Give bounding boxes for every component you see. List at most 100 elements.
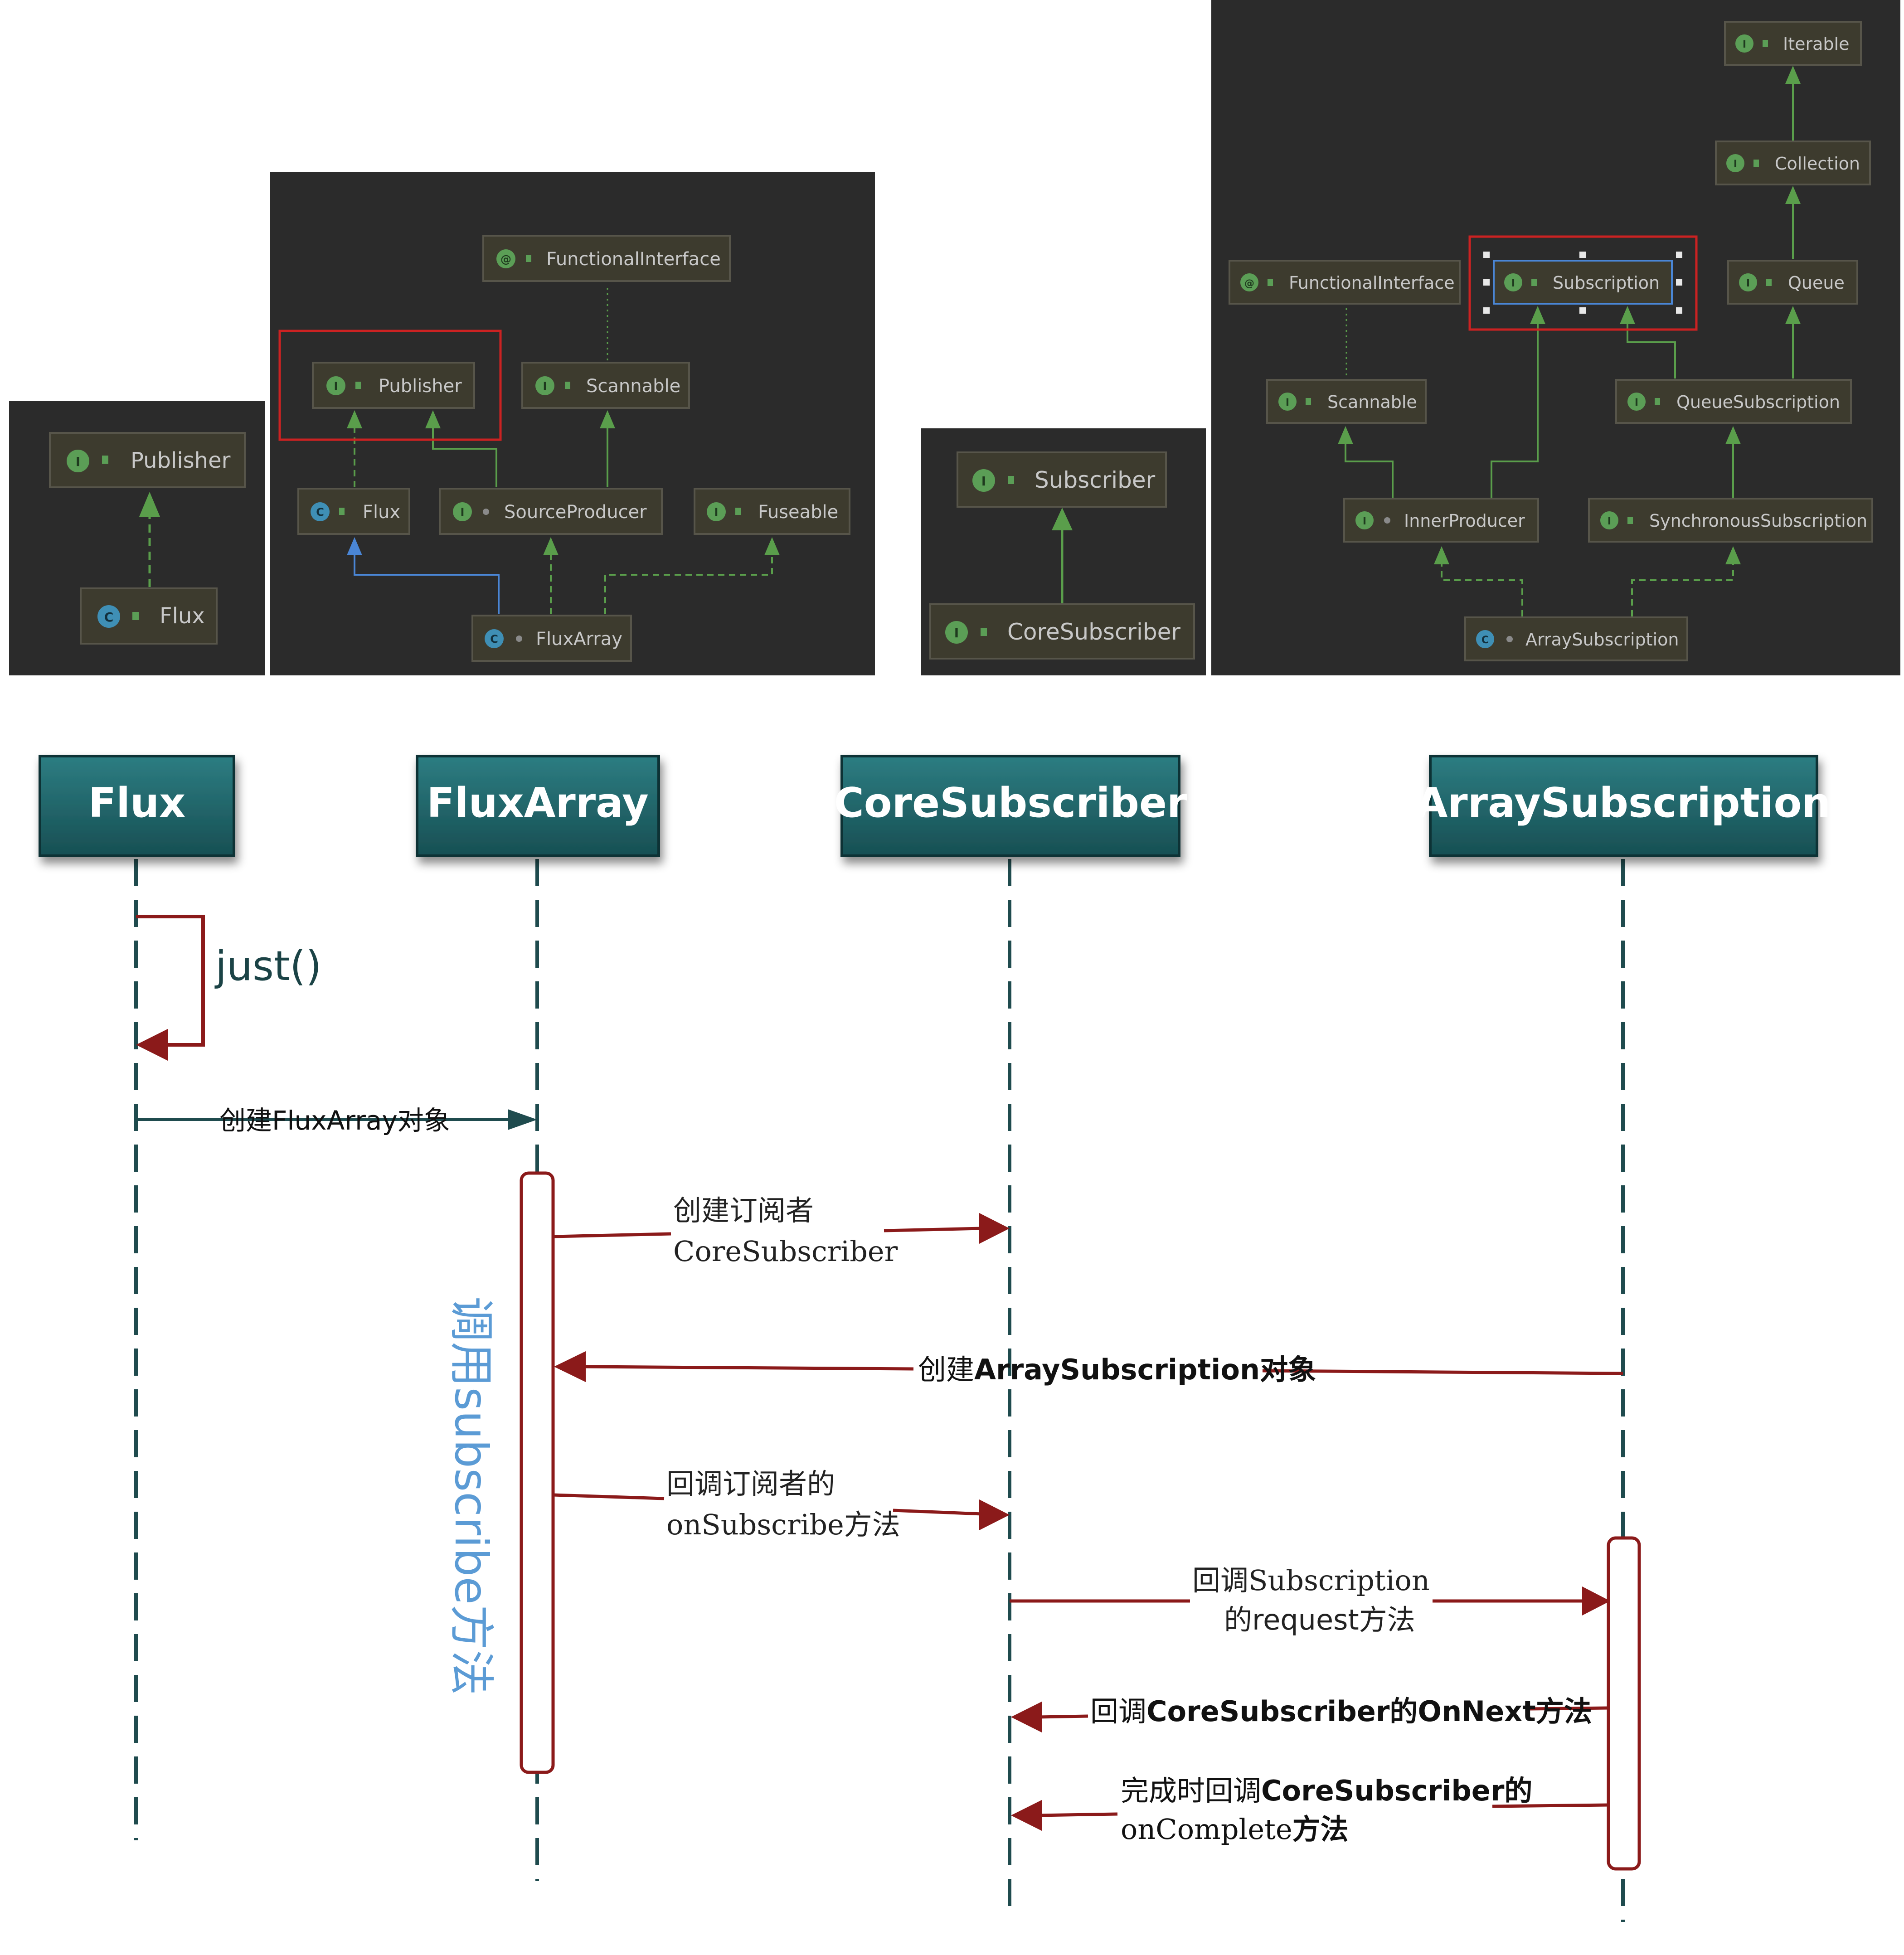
node-subscription[interactable]: I Subscription [1483, 252, 1682, 314]
class-badge: C [104, 610, 114, 625]
node-flux-array[interactable]: C FluxArray [471, 615, 632, 662]
activation-label: 调用subscribe方法 [445, 1296, 498, 1695]
selection-handle[interactable] [1676, 252, 1682, 258]
interface-icon [326, 376, 345, 395]
node-functional-interface[interactable]: @ FunctionalInterface [1229, 260, 1461, 305]
annotation-icon [1240, 273, 1258, 291]
activation-fluxarray [520, 1171, 555, 1774]
lifeline-title: FluxArray [427, 779, 649, 827]
lock-icon [1268, 279, 1273, 286]
selection-handle[interactable] [1676, 279, 1682, 286]
node-source-producer[interactable]: I SourceProducer [439, 488, 663, 535]
interface-icon [535, 376, 554, 395]
interface-icon [972, 469, 995, 492]
message-label: 回调Subscription [1192, 1564, 1430, 1597]
node-publisher[interactable]: I Publisher [49, 432, 246, 488]
selection-handle[interactable] [1483, 252, 1490, 258]
interface-badge: I [1511, 278, 1515, 289]
interface-icon [453, 502, 472, 521]
class-icon [97, 605, 120, 628]
node-label: Queue [1788, 273, 1845, 293]
interface-badge: I [461, 506, 465, 519]
selection-handle[interactable] [1676, 307, 1682, 314]
lock-icon [1531, 279, 1537, 286]
node-subscriber[interactable]: I Subscriber [957, 451, 1167, 508]
highlight-box [1468, 235, 1698, 331]
lock-icon [1766, 279, 1772, 286]
node-synchronous-subscription[interactable]: I SynchronousSubscription [1588, 498, 1873, 543]
interface-icon [1627, 393, 1646, 411]
selection-handle[interactable] [1483, 279, 1490, 286]
message-create-arraysubscription: 创建ArraySubscription对象 [554, 1351, 1623, 1386]
interface-badge: I [1746, 278, 1750, 289]
node-label: QueueSubscription [1676, 392, 1840, 412]
interface-icon [1278, 393, 1297, 411]
node-scannable[interactable]: I Scannable [1266, 379, 1427, 424]
node-queue[interactable]: I Queue [1727, 260, 1858, 305]
interface-badge: I [714, 506, 719, 519]
lifeline-header-flux[interactable]: Flux [39, 755, 235, 857]
node-flux[interactable]: C Flux [297, 488, 410, 535]
message-create-fluxarray: 创建FluxArray对象 [136, 1105, 537, 1136]
class-diagram-panel-3: I Subscriber I CoreSubscriber [921, 428, 1206, 675]
node-label: FunctionalInterface [546, 249, 721, 270]
class-diagram-panel-4: I Iterable I Collection @ FunctionalInte… [1211, 0, 1900, 675]
node-flux[interactable]: C Flux [80, 587, 218, 645]
package-private-icon [1506, 636, 1513, 642]
interface-icon [1739, 273, 1757, 291]
lock-icon [526, 255, 531, 262]
message-onnext: 回调CoreSubscriber的OnNext方法 [1011, 1695, 1610, 1732]
lock-icon [355, 382, 361, 389]
interface-icon [707, 502, 726, 521]
node-label: Scannable [586, 376, 680, 397]
node-label: Subscription [1553, 273, 1660, 293]
node-collection[interactable]: I Collection [1715, 141, 1871, 185]
selection-handle[interactable] [1579, 252, 1586, 258]
interface-icon [1735, 34, 1753, 53]
lifeline-title: CoreSubscriber [834, 779, 1187, 827]
node-functional-interface[interactable]: @ FunctionalInterface [482, 235, 731, 282]
class-diagram-panel-2: @ FunctionalInterface I Publisher I Scan… [270, 172, 875, 675]
node-fuseable[interactable]: I Fuseable [694, 488, 850, 535]
selection-handle[interactable] [1483, 307, 1490, 314]
lock-icon [1008, 476, 1014, 484]
message-create-subscriber: 创建订阅者 CoreSubscriber [553, 1194, 1010, 1268]
message-label: 回调CoreSubscriber的OnNext方法 [1090, 1695, 1592, 1728]
node-label: Collection [1775, 154, 1860, 174]
lifeline-header-fluxarray[interactable]: FluxArray [416, 755, 660, 857]
message-label: CoreSubscriber [673, 1235, 898, 1268]
lifeline-title: Flux [88, 779, 185, 827]
class-badge: C [1481, 635, 1489, 646]
node-publisher[interactable]: I Publisher [312, 362, 475, 409]
lock-icon [102, 456, 108, 464]
node-core-subscriber[interactable]: I CoreSubscriber [929, 603, 1195, 660]
lock-icon [1655, 398, 1660, 405]
class-diagram-panel-1: I Publisher C Flux [9, 401, 265, 675]
interface-badge: I [76, 454, 80, 469]
activation-arraysubscription [1607, 1536, 1641, 1871]
node-array-subscription[interactable]: C ArraySubscription [1464, 616, 1688, 661]
node-iterable[interactable]: I Iterable [1724, 21, 1862, 66]
annotation-icon [496, 249, 515, 268]
lifeline-header-arraysubscription[interactable]: ArraySubscription [1416, 755, 1831, 857]
node-queue-subscription[interactable]: I QueueSubscription [1615, 379, 1852, 424]
message-label: 创建订阅者 [673, 1194, 814, 1227]
lock-icon [981, 628, 987, 636]
node-label: Fuseable [758, 502, 838, 523]
lifeline-header-coresubscriber[interactable]: CoreSubscriber [834, 755, 1187, 857]
lock-icon [1753, 160, 1759, 167]
selection-handle[interactable] [1579, 307, 1586, 314]
interface-badge: I [543, 380, 547, 393]
message-label: 的request方法 [1224, 1603, 1415, 1636]
node-inner-producer[interactable]: I InnerProducer [1343, 498, 1539, 543]
interface-badge: I [954, 626, 959, 640]
message-oncomplete: 完成时回调CoreSubscriber的 onComplete方法 [1011, 1774, 1610, 1846]
class-badge: C [490, 633, 498, 645]
node-label: FunctionalInterface [1289, 273, 1455, 293]
annotation-badge: @ [1244, 278, 1254, 289]
message-label: onComplete方法 [1121, 1813, 1349, 1846]
node-scannable[interactable]: I Scannable [521, 362, 690, 409]
package-private-icon [483, 509, 489, 515]
lock-icon [1627, 517, 1633, 524]
